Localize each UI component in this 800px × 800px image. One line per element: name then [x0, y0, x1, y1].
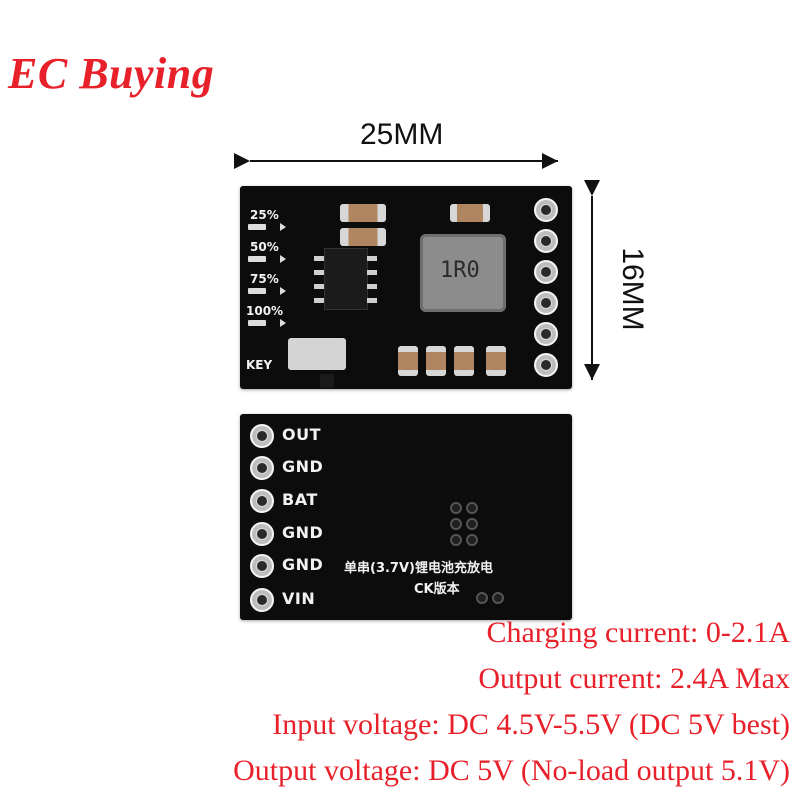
led-label-50: 50% [250, 240, 279, 254]
solder-pad [534, 322, 558, 346]
pin-label-gnd: GND [282, 555, 324, 574]
led-label-100: 100% [246, 304, 284, 318]
capacitor [398, 346, 418, 376]
led-arrow-icon [280, 255, 286, 263]
led-label-25: 25% [250, 208, 279, 222]
via [492, 592, 504, 604]
solder-pad [534, 229, 558, 253]
via [466, 502, 478, 514]
spec-output-voltage: Output voltage: DC 5V (No-load output 5.… [233, 754, 790, 787]
chip-pin [314, 298, 324, 303]
chip-pin [367, 256, 377, 261]
chip-pin [314, 284, 324, 289]
pcb-top-side: 25% 50% 75% 100% KEY 1R0 [240, 186, 572, 389]
led-label-75: 75% [250, 272, 279, 286]
led-50 [248, 256, 266, 262]
chip-pin [367, 284, 377, 289]
led-arrow-icon [280, 223, 286, 231]
led-arrow-icon [280, 287, 286, 295]
solder-pad [534, 353, 558, 377]
pin-pad-gnd [250, 522, 274, 546]
pin-label-bat: BAT [282, 490, 318, 509]
led-75 [248, 288, 266, 294]
width-label: 25MM [360, 118, 444, 151]
key-switch[interactable] [288, 338, 346, 370]
controller-chip [324, 248, 368, 310]
capacitor [426, 346, 446, 376]
inductor-marking: 1R0 [440, 258, 480, 283]
led-25 [248, 224, 266, 230]
pin-pad-bat [250, 489, 274, 513]
via [450, 534, 462, 546]
pin-pad-out [250, 424, 274, 448]
chinese-label-line1: 单串(3.7V)锂电池充放电 [344, 561, 493, 576]
via [450, 518, 462, 530]
via [476, 592, 488, 604]
capacitor [340, 228, 386, 246]
solder-pad [534, 198, 558, 222]
pin-label-gnd: GND [282, 523, 324, 542]
key-label: KEY [246, 358, 273, 372]
chip-pin [314, 256, 324, 261]
via [466, 518, 478, 530]
brand-logo: EC Buying [8, 49, 215, 98]
pin-label-gnd: GND [282, 457, 324, 476]
pin-label-out: OUT [282, 425, 322, 444]
via [466, 534, 478, 546]
spec-charging-current: Charging current: 0-2.1A [486, 616, 790, 649]
solder-pad [534, 291, 558, 315]
chinese-label-line2: CK版本 [414, 582, 460, 597]
capacitor [450, 204, 490, 222]
chip-pin [314, 270, 324, 275]
pin-pad-gnd [250, 554, 274, 578]
key-switch-knob[interactable] [320, 374, 334, 388]
pin-pad-gnd [250, 456, 274, 480]
spec-input-voltage: Input voltage: DC 4.5V-5.5V (DC 5V best) [272, 708, 790, 741]
capacitor [486, 346, 506, 376]
chip-pin [367, 298, 377, 303]
solder-pad [534, 260, 558, 284]
inductor: 1R0 [420, 234, 506, 312]
capacitor [340, 204, 386, 222]
pcb-bottom-side: OUT GND BAT GND GND VIN 单串(3.7V)锂电池充放电 C… [240, 414, 572, 620]
pin-label-vin: VIN [282, 589, 316, 608]
pin-pad-vin [250, 588, 274, 612]
led-arrow-icon [280, 319, 286, 327]
spec-output-current: Output current: 2.4A Max [478, 662, 790, 695]
via [450, 502, 462, 514]
led-100 [248, 320, 266, 326]
height-label: 16MM [616, 247, 649, 331]
chip-pin [367, 270, 377, 275]
capacitor [454, 346, 474, 376]
